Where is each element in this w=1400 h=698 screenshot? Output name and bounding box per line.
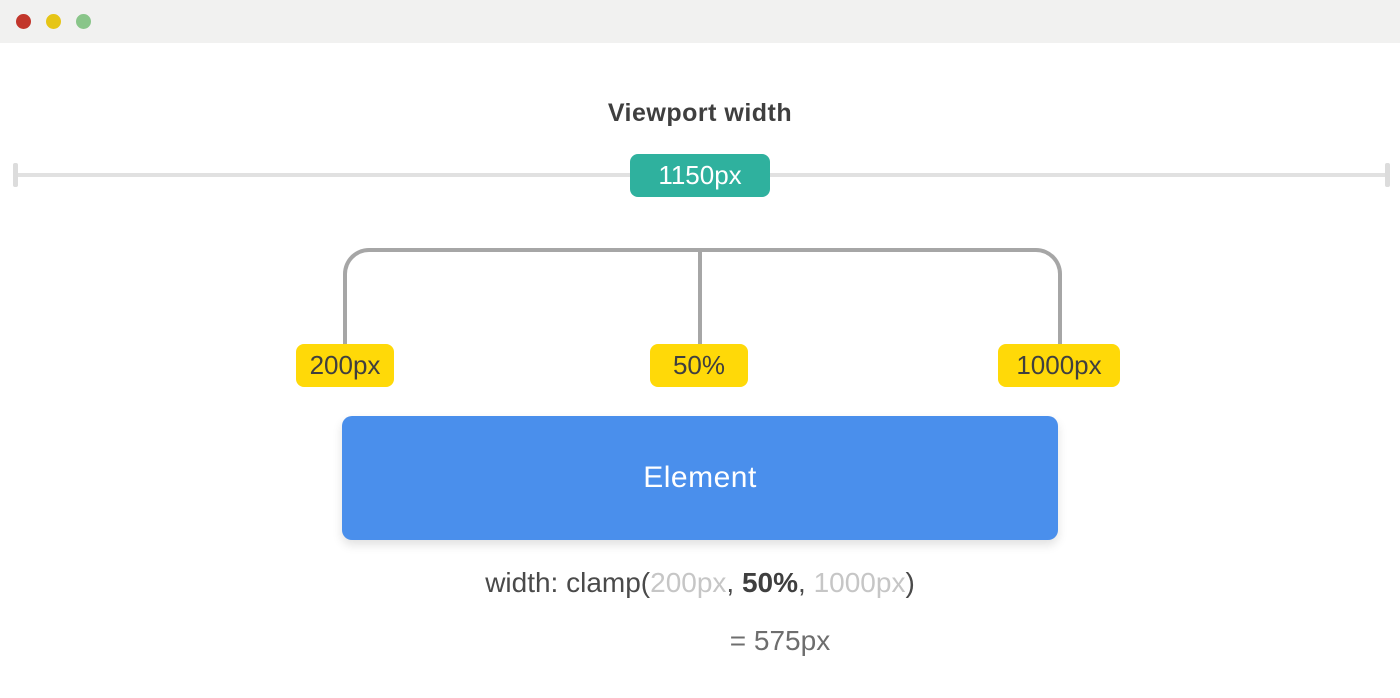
formula-preferred-value: 50% — [741, 567, 799, 598]
close-button[interactable] — [16, 14, 31, 29]
clamp-bracket-middle-stem — [698, 252, 702, 344]
clamp-bracket — [343, 248, 1062, 344]
ruler-tick-left — [13, 163, 18, 187]
ruler-tick-right — [1385, 163, 1390, 187]
preferred-value-badge: 50% — [650, 344, 748, 387]
formula-max-value: 1000px — [813, 567, 906, 598]
result-text: = 575px — [729, 625, 831, 656]
clamp-formula: width: clamp(200px, 50%, 1000px) — [0, 566, 1400, 600]
formula-prefix: width: clamp( — [485, 567, 651, 598]
formula-comma-2: , — [798, 567, 814, 598]
formula-comma-1: , — [726, 567, 742, 598]
element-label: Element — [643, 461, 757, 494]
element-box: Element — [342, 416, 1058, 540]
formula-suffix: ) — [905, 567, 915, 598]
viewport-width-badge: 1150px — [630, 154, 770, 197]
diagram-title: Viewport width — [607, 99, 793, 127]
maximize-button[interactable] — [76, 14, 91, 29]
min-value-badge: 200px — [296, 344, 394, 387]
formula-min-value: 200px — [650, 567, 727, 598]
result-line: = 575px — [0, 624, 1400, 658]
max-value-badge: 1000px — [998, 344, 1120, 387]
window-titlebar — [0, 0, 1400, 43]
minimize-button[interactable] — [46, 14, 61, 29]
